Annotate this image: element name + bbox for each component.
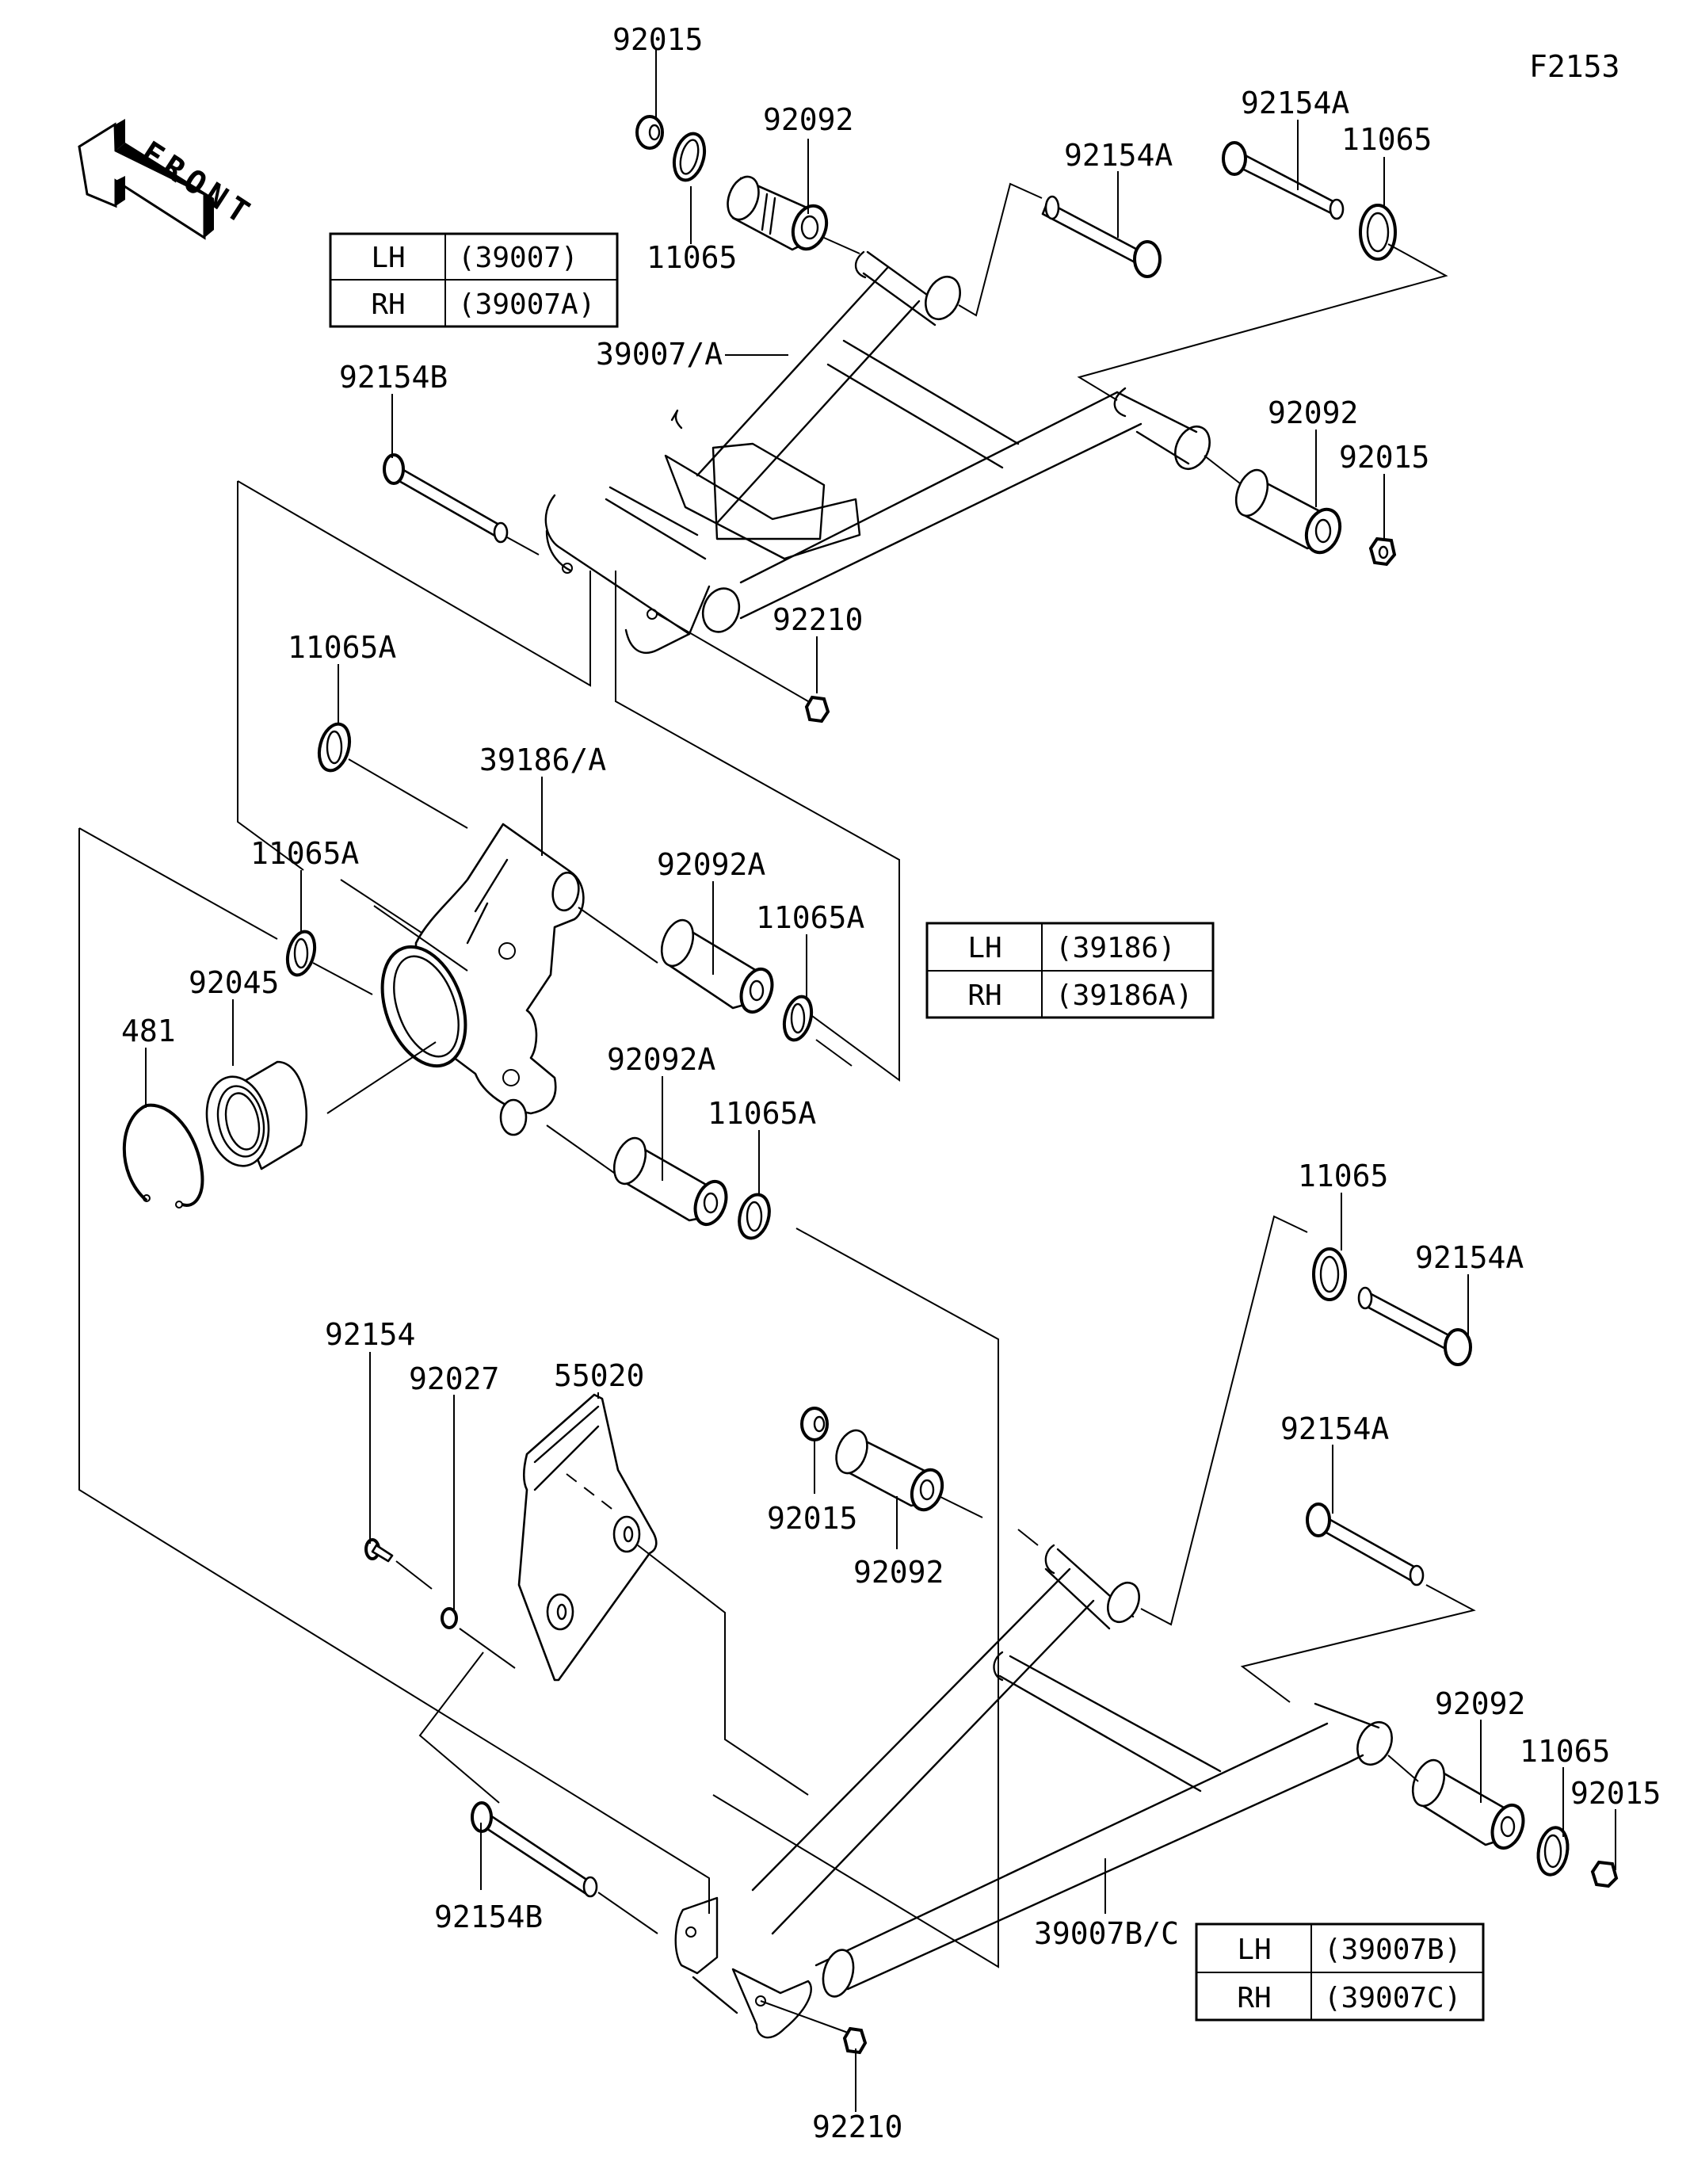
callout-92092[interactable]: 92092 [853,1555,944,1590]
nut-92210-lower[interactable] [842,2026,868,2055]
front-arrow-icon: FRONT [78,119,261,240]
bolt-92154B-lower[interactable] [471,1801,598,1898]
callout-11065[interactable]: 11065 [1520,1734,1610,1769]
washer-11065-top[interactable] [670,130,709,183]
callout-39007BC[interactable]: 39007B/C [1034,1916,1179,1951]
nut-92015-lower-left[interactable] [800,1407,829,1441]
callout-39186A[interactable]: 39186/A [479,743,606,777]
table-side-lh: LH [1237,1934,1271,1966]
callout-11065A[interactable]: 11065A [756,900,864,935]
leader-lines [145,48,1616,2112]
side-table-39007: LH (39007) RH (39007A) [329,232,619,328]
table-part-lh[interactable]: (39186) [1055,932,1176,964]
callout-11065[interactable]: 11065 [1298,1159,1388,1193]
table-side-rh: RH [371,288,405,321]
callout-92154A[interactable]: 92154A [1280,1411,1389,1446]
lower-a-arm[interactable] [674,1544,1398,2039]
washer-11065A-1[interactable] [315,720,354,773]
callout-92045[interactable]: 92045 [189,965,279,1000]
washer-11065-lower-right[interactable] [1312,1247,1347,1301]
callout-92154A[interactable]: 92154A [1415,1240,1524,1275]
callout-92015[interactable]: 92015 [1339,440,1429,475]
side-table-39186: LH (39186) RH (39186A) [925,922,1215,1019]
bolt-92154A-upper-rear[interactable] [1222,141,1345,220]
callout-92092[interactable]: 92092 [1268,395,1358,430]
bolt-92154A-lower-front[interactable] [1357,1286,1472,1366]
guard-55020[interactable] [517,1393,658,1682]
table-part-rh[interactable]: (39007A) [458,288,595,321]
bolt-92154B-upper[interactable] [383,453,509,544]
washer-11065-upper-right[interactable] [1359,204,1397,261]
bushing-92092-lower-right[interactable] [1407,1756,1529,1853]
callout-92015[interactable]: 92015 [767,1501,857,1536]
callout-481[interactable]: 481 [121,1014,176,1048]
nut-92015-top[interactable] [635,115,664,150]
washer-11065-lower-far[interactable] [1535,1825,1571,1877]
figure-id: F2153 [1529,49,1619,84]
table-part-rh[interactable]: (39186A) [1055,979,1192,1012]
callout-92015[interactable]: 92015 [1570,1776,1661,1811]
bolt-92154-guard[interactable] [364,1538,394,1563]
callout-92092[interactable]: 92092 [1435,1686,1525,1721]
callout-92210[interactable]: 92210 [812,2110,902,2144]
table-part-rh[interactable]: (39007C) [1324,1982,1461,2014]
callout-92092[interactable]: 92092 [763,102,853,137]
table-part-lh[interactable]: (39007) [458,242,578,274]
callout-39007A[interactable]: 39007/A [596,337,723,372]
callout-labels: 92015 11065 92092 92154A 92154A 11065 39… [121,22,1661,2144]
table-side-rh: RH [1237,1982,1271,2014]
bolt-92154A-upper-front[interactable] [1041,195,1162,278]
washer-11065A-3[interactable] [780,994,815,1043]
callout-11065A[interactable]: 11065A [250,836,359,871]
callout-92154B[interactable]: 92154B [339,360,448,395]
bushing-92092A-1[interactable] [656,916,778,1017]
callout-11065A[interactable]: 11065A [288,630,396,665]
nut-92015-upper-right[interactable] [1368,536,1397,567]
callout-92092A[interactable]: 92092A [607,1042,715,1077]
callout-92154A[interactable]: 92154A [1241,86,1349,120]
nut-92015-lower-far[interactable] [1590,1860,1619,1888]
callout-92154B[interactable]: 92154B [434,1900,543,1934]
washer-11065A-2[interactable] [283,929,319,978]
nut-92210-upper[interactable] [804,695,830,724]
callout-92210[interactable]: 92210 [773,602,863,637]
callout-92154A[interactable]: 92154A [1064,138,1173,173]
table-side-rh: RH [967,979,1001,1012]
upper-a-arm[interactable] [544,250,1216,654]
circlip-481[interactable] [122,1103,204,1208]
knuckle-39186A[interactable] [367,823,585,1136]
table-side-lh: LH [967,932,1001,964]
bushing-92092-top[interactable] [723,173,833,254]
nut-92027-guard[interactable] [441,1607,458,1629]
callout-92154[interactable]: 92154 [325,1317,415,1352]
table-side-lh: LH [371,242,405,274]
callout-11065A[interactable]: 11065A [708,1096,816,1131]
bolt-92154A-lower-rear[interactable] [1306,1502,1425,1586]
callout-92015[interactable]: 92015 [612,22,703,57]
bushing-92092-lower-left[interactable] [831,1426,948,1514]
bushing-92092A-2[interactable] [608,1134,732,1229]
side-table-39007BC: LH (39007B) RH (39007C) [1195,1922,1485,2022]
callout-55020[interactable]: 55020 [554,1358,644,1393]
table-part-lh[interactable]: (39007B) [1324,1934,1461,1966]
washer-11065A-4[interactable] [734,1191,773,1241]
callout-11065[interactable]: 11065 [647,240,737,275]
bushing-92092-upper-right[interactable] [1230,466,1346,557]
bearing-92045[interactable] [199,1060,307,1172]
callout-92092A[interactable]: 92092A [657,847,765,882]
callout-92027[interactable]: 92027 [409,1361,499,1396]
callout-11065[interactable]: 11065 [1341,122,1432,157]
